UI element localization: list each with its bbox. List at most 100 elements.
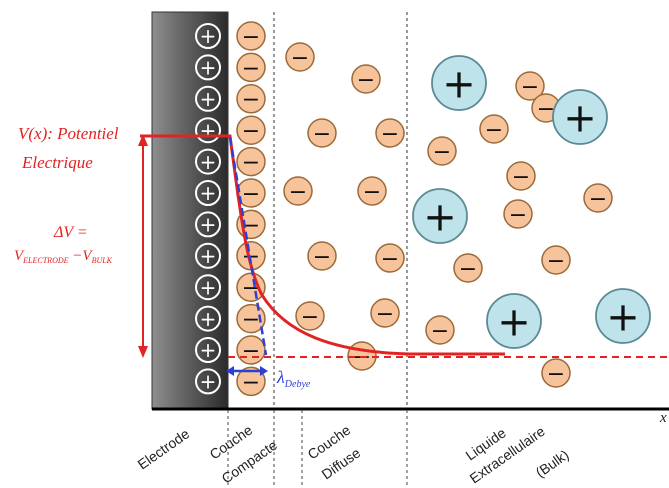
region-electrode: Electrode	[135, 425, 193, 472]
minus-sign: −	[313, 122, 331, 147]
cation	[486, 293, 542, 349]
electrode-plus-sign: +	[200, 118, 217, 142]
minus-sign: −	[313, 245, 331, 270]
electrode-plus-sign: +	[200, 244, 217, 268]
electrode-charge-circle	[195, 242, 221, 269]
minus-sign: −	[242, 88, 260, 113]
minus-sign: −	[376, 302, 394, 327]
debye-arrowhead-left	[226, 366, 234, 376]
minus-sign: −	[242, 308, 260, 333]
anion-compact	[236, 366, 266, 397]
plus-sign: +	[606, 294, 640, 340]
electrode-plus-sign: +	[200, 275, 217, 299]
electrode-plus-sign: +	[200, 370, 217, 394]
delta-v-sub-bulk: BULK	[92, 256, 113, 265]
electrode-charge-circle	[195, 54, 221, 81]
electrode-plus-sign: +	[200, 24, 217, 48]
electrode-charge-circle	[195, 274, 221, 301]
minus-sign: −	[357, 68, 375, 93]
anion	[479, 114, 509, 144]
anion	[370, 298, 400, 328]
minus-sign: −	[381, 122, 399, 147]
minus-sign: −	[485, 118, 503, 143]
anion-compact	[236, 115, 266, 145]
anion	[351, 64, 381, 94]
minus-sign: −	[547, 362, 565, 387]
anion	[357, 176, 387, 206]
anion-compact	[236, 84, 266, 114]
anion	[425, 315, 455, 345]
electrode-block	[151, 11, 229, 410]
minus-sign: −	[512, 165, 530, 190]
electrode-plus-sign: +	[200, 307, 217, 331]
electrode-charge-circle	[195, 23, 221, 49]
anion	[503, 199, 533, 229]
region-bulk-3: (Bulk)	[533, 446, 572, 480]
anion-compact	[236, 303, 266, 334]
electrode-charge-circle	[195, 337, 221, 363]
plus-sign: +	[497, 299, 531, 345]
cation	[595, 288, 651, 344]
electrode-charge-circle	[195, 85, 221, 112]
debye-subscript: Debye	[284, 379, 311, 390]
minus-sign: −	[431, 319, 449, 344]
delta-v-arrowhead-bottom	[138, 346, 148, 358]
anion-compact	[236, 146, 266, 177]
anion	[427, 136, 457, 166]
anion	[515, 71, 545, 101]
anion	[307, 118, 337, 148]
electrode-plus-sign: +	[200, 56, 217, 80]
delta-v-v1: V	[14, 248, 25, 264]
minus-sign: −	[509, 203, 527, 228]
minus-sign: −	[547, 249, 565, 274]
minus-sign: −	[291, 46, 309, 71]
plus-sign: +	[563, 95, 597, 141]
minus-sign: −	[433, 140, 451, 165]
potential-label-line1: V(x): Potentiel	[18, 124, 119, 143]
electrode-charge-circle	[195, 211, 221, 238]
debye-tangent-line	[228, 136, 268, 356]
anion	[375, 243, 405, 273]
minus-sign: −	[242, 119, 260, 144]
minus-sign: −	[301, 305, 319, 330]
electrode-charge-circle	[195, 305, 221, 332]
anion	[541, 358, 571, 388]
delta-v-sub-electrode: ELECTRODE	[22, 256, 68, 265]
plus-sign: +	[423, 194, 457, 240]
cation	[412, 188, 468, 244]
anion-compact	[236, 52, 266, 83]
cation	[431, 55, 487, 111]
minus-sign: −	[381, 247, 399, 272]
delta-v-formula: VELECTRODE −VBULK	[14, 248, 113, 265]
minus-sign: −	[289, 180, 307, 205]
plus-sign: +	[442, 61, 476, 107]
delta-v-arrowhead-top	[138, 134, 148, 146]
electrode-charge-circle	[195, 148, 221, 175]
anion	[283, 176, 313, 206]
minus-sign: −	[242, 25, 260, 50]
cation	[552, 89, 608, 145]
ions-layer: −−−−−−−−−−−−−−−−−−−−−−−−−−−−−−−−−−+++++	[236, 21, 651, 397]
electrode-plus-sign: +	[200, 87, 217, 111]
minus-sign: −	[242, 56, 260, 81]
anion	[453, 253, 483, 283]
potential-label-line2: Electrique	[21, 153, 93, 172]
x-axis-label: x	[659, 410, 667, 426]
minus-sign: −	[521, 75, 539, 100]
anion	[295, 301, 325, 331]
minus-sign: −	[459, 257, 477, 282]
potential-curve	[140, 134, 505, 356]
delta-v-minus: −V	[69, 248, 94, 264]
anion	[583, 183, 613, 213]
electrode-charge-circle	[195, 180, 221, 206]
minus-sign: −	[537, 97, 555, 122]
electrode-charge-circle	[195, 368, 221, 395]
electrode-plus-sign: +	[200, 150, 217, 174]
anion-compact	[236, 21, 266, 51]
anion	[307, 241, 337, 271]
debye-arrowhead-right	[260, 366, 268, 376]
minus-sign: −	[242, 182, 260, 207]
debye-label: λDebye	[276, 367, 311, 390]
delta-v-label: ΔV =	[53, 224, 88, 241]
